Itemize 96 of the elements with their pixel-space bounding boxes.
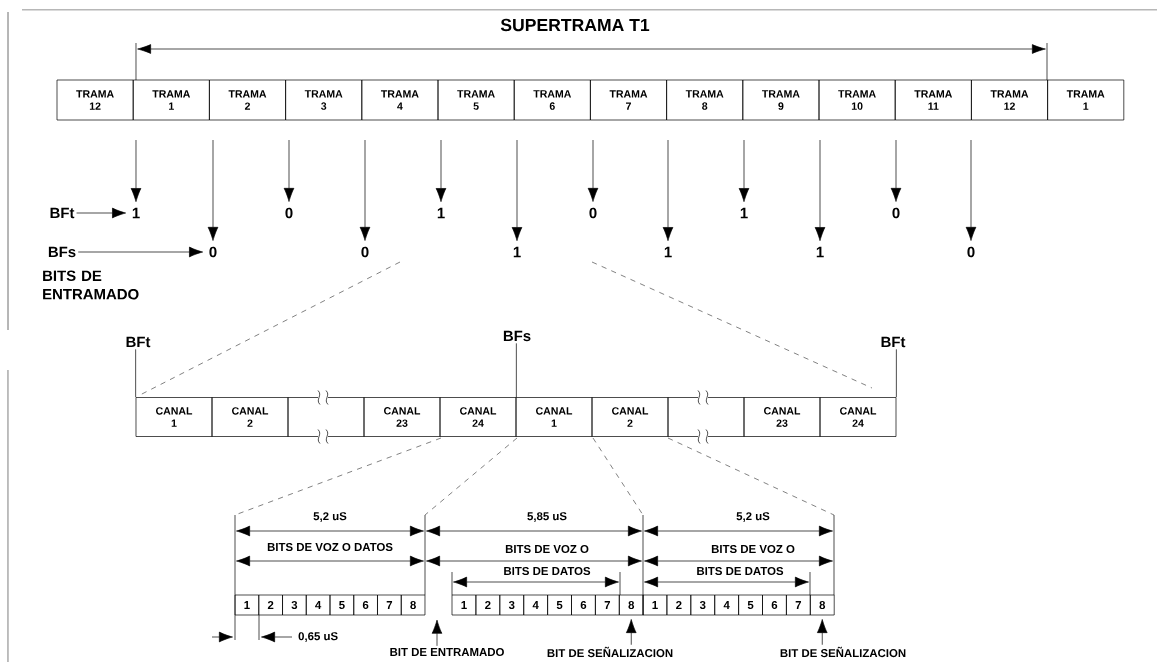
empty-cell — [287, 397, 365, 437]
arrow — [359, 139, 371, 241]
bit-cell: 2 — [258, 594, 283, 616]
arrow — [814, 139, 826, 241]
arrow — [130, 139, 142, 202]
callout-text: BIT DE SEÑALIZACION — [780, 646, 906, 658]
frame-cell: TRAMA 4 — [361, 79, 439, 121]
signal-label: BFs — [503, 330, 531, 342]
frame-cell: TRAMA 10 — [818, 79, 896, 121]
bit-cell: 6 — [762, 594, 787, 616]
bit-cell: 4 — [305, 594, 331, 616]
frame-cell: TRAMA 12 — [56, 79, 134, 121]
bit-value: 1 — [816, 246, 824, 258]
bit-cell: 5 — [738, 594, 763, 616]
title: SUPERTRAMA T1 — [500, 18, 650, 32]
bit-cell: 1 — [234, 594, 260, 616]
bit-value: 0 — [892, 207, 900, 219]
dimension-label: BITS DE VOZ O — [711, 544, 795, 554]
bit-cell: 4 — [714, 594, 739, 616]
arrow — [435, 139, 447, 202]
frame-cell: TRAMA 2 — [209, 79, 286, 121]
bit-value: 0 — [967, 246, 975, 258]
frame-cell: TRAMA 3 — [285, 79, 363, 121]
bit-value: 1 — [132, 207, 140, 219]
bit-cell: 1 — [642, 594, 668, 616]
bit-value: 0 — [209, 246, 217, 258]
bit-cell: 8 — [809, 594, 835, 616]
signal-label: BFs — [48, 246, 76, 258]
bit-cell: 7 — [377, 594, 402, 616]
signal-label: BFt — [126, 336, 151, 348]
callout-text: BIT DE SEÑALIZACION — [547, 646, 673, 658]
channel-cell: CANAL 2 — [591, 397, 669, 437]
arrow — [511, 139, 523, 241]
frame-cell: TRAMA 7 — [590, 79, 667, 121]
bit-value: 1 — [513, 246, 521, 258]
dimension-label: BITS DE VOZ O DATOS — [267, 542, 393, 552]
channel-cell: CANAL 2 — [211, 397, 289, 437]
frame-cell: TRAMA 5 — [437, 79, 515, 121]
arrow — [817, 619, 828, 646]
arrow — [77, 246, 203, 258]
arrow — [207, 139, 219, 241]
bit-cell: 6 — [353, 594, 378, 616]
bit-cell: 3 — [499, 594, 525, 616]
channel-cell: CANAL 23 — [743, 397, 821, 437]
bit-cell: 2 — [666, 594, 692, 616]
bit-cell: 8 — [400, 594, 426, 616]
channel-cell: CANAL 24 — [819, 397, 897, 437]
bit-cell: 4 — [523, 594, 548, 616]
arrow — [283, 139, 295, 202]
frame-cell: TRAMA 9 — [742, 79, 820, 121]
channel-cell: CANAL 1 — [515, 397, 593, 437]
channel-cell: CANAL 24 — [439, 397, 517, 437]
bit-cell: 1 — [451, 594, 477, 616]
bit-cell: 2 — [475, 594, 501, 616]
dimension-label: 0,65 uS — [298, 632, 338, 642]
arrow — [431, 619, 443, 647]
dimension-label: 5,2 uS — [313, 512, 347, 522]
arrow — [626, 619, 637, 646]
dimension-label: 5,85 uS — [527, 512, 567, 522]
bit-cell: 7 — [786, 594, 811, 616]
channel-cell: CANAL 23 — [363, 397, 441, 437]
frame-cell: TRAMA 6 — [513, 79, 591, 121]
arrow — [965, 139, 977, 241]
callout-text: BIT DE ENTRAMADO — [390, 647, 504, 657]
bit-value: 1 — [740, 207, 748, 219]
channel-cell: CANAL 1 — [135, 397, 213, 437]
frame-cell: TRAMA 11 — [894, 79, 972, 121]
signal-label: BFt — [881, 336, 906, 348]
bit-value: 0 — [285, 207, 293, 219]
arrow — [76, 207, 126, 219]
dimension-label: BITS DE DATOS — [504, 567, 591, 576]
dimension-label: 5,2 uS — [736, 512, 770, 522]
bit-cell: 5 — [329, 594, 355, 616]
dimension-label: BITS DE DATOS — [697, 567, 784, 576]
bit-cell: 3 — [282, 594, 307, 616]
signal-label: BFt — [50, 207, 75, 219]
bit-cell: 7 — [595, 594, 620, 616]
arrow — [890, 139, 902, 202]
bit-value: 1 — [664, 246, 672, 258]
bit-value: 1 — [437, 207, 445, 219]
bit-cell: 6 — [571, 594, 596, 616]
arrow — [587, 139, 599, 202]
frame-cell: TRAMA 12 — [971, 79, 1048, 121]
bit-value: 0 — [589, 207, 597, 219]
bit-value: 0 — [361, 246, 369, 258]
frame-cell: TRAMA 1 — [132, 79, 210, 121]
arrow — [738, 139, 750, 202]
frame-cell: TRAMA 8 — [666, 79, 744, 121]
bit-cell: 8 — [618, 594, 644, 616]
arrow — [662, 139, 674, 241]
frame-cell: TRAMA 1 — [1047, 79, 1125, 121]
dimension-label: BITS DE VOZ O — [505, 544, 589, 554]
bit-cell: 5 — [547, 594, 572, 616]
note-text: BITS DE ENTRAMADO — [43, 270, 139, 300]
empty-cell — [667, 397, 745, 437]
bit-cell: 3 — [690, 594, 716, 616]
